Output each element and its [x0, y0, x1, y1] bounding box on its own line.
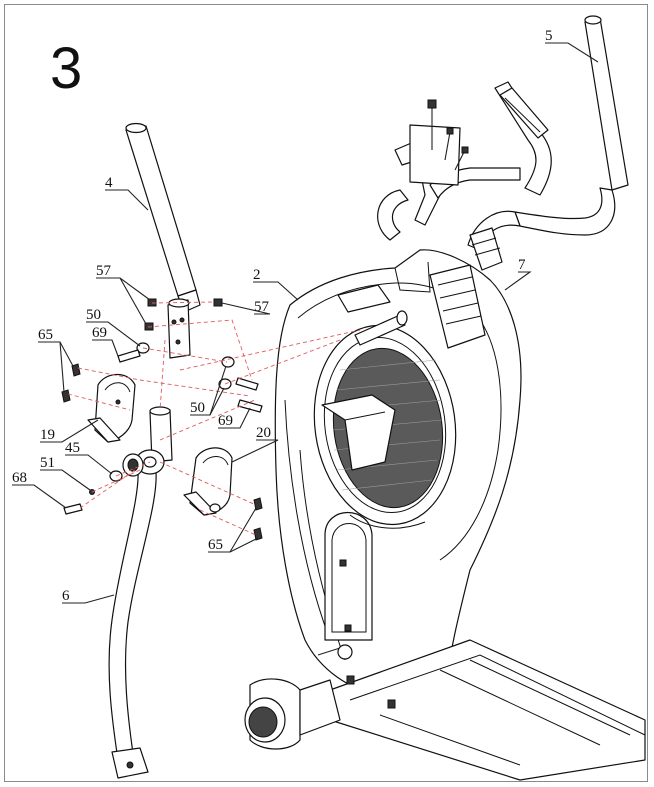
- right-handlebar: [467, 15, 629, 271]
- bracket-20: [183, 447, 233, 516]
- callout-65-lower: 65: [208, 537, 223, 553]
- callout-6: 6: [62, 588, 70, 604]
- callout-57-right: 57: [254, 299, 270, 315]
- assembly-guides: [67, 301, 361, 536]
- bracket-19: [87, 373, 136, 443]
- callout-69-left: 69: [92, 325, 107, 341]
- callout-7: 7: [518, 257, 526, 273]
- callout-51: 51: [40, 455, 55, 471]
- leader-lines: [12, 42, 599, 604]
- left-handlebar: [125, 122, 201, 359]
- main-frame-housing: [274, 249, 522, 696]
- base-rail: [244, 639, 646, 781]
- callout-labels: 5 4 2 7 57 57 50 69 65 50 69 20 19 45 51…: [12, 28, 553, 604]
- callout-50-right: 50: [190, 400, 205, 416]
- callout-19: 19: [40, 427, 55, 443]
- upper-arm-assembly: [494, 81, 552, 196]
- lower-arm: [108, 406, 173, 779]
- callout-69-right: 69: [218, 413, 233, 429]
- hardware: [61, 298, 263, 541]
- callout-57-upper: 57: [96, 263, 112, 279]
- nut-57-a: [147, 298, 157, 307]
- callout-50-left: 50: [86, 307, 101, 323]
- callout-45: 45: [65, 440, 80, 456]
- callout-20: 20: [256, 425, 271, 441]
- nut-57-c: [213, 298, 223, 307]
- callout-5: 5: [545, 28, 553, 44]
- console-handles: [377, 99, 521, 241]
- callout-4: 4: [105, 175, 113, 191]
- callout-65-upper: 65: [38, 327, 53, 343]
- callout-68: 68: [12, 470, 27, 486]
- callout-2: 2: [253, 267, 261, 283]
- step-number: 3: [50, 36, 83, 101]
